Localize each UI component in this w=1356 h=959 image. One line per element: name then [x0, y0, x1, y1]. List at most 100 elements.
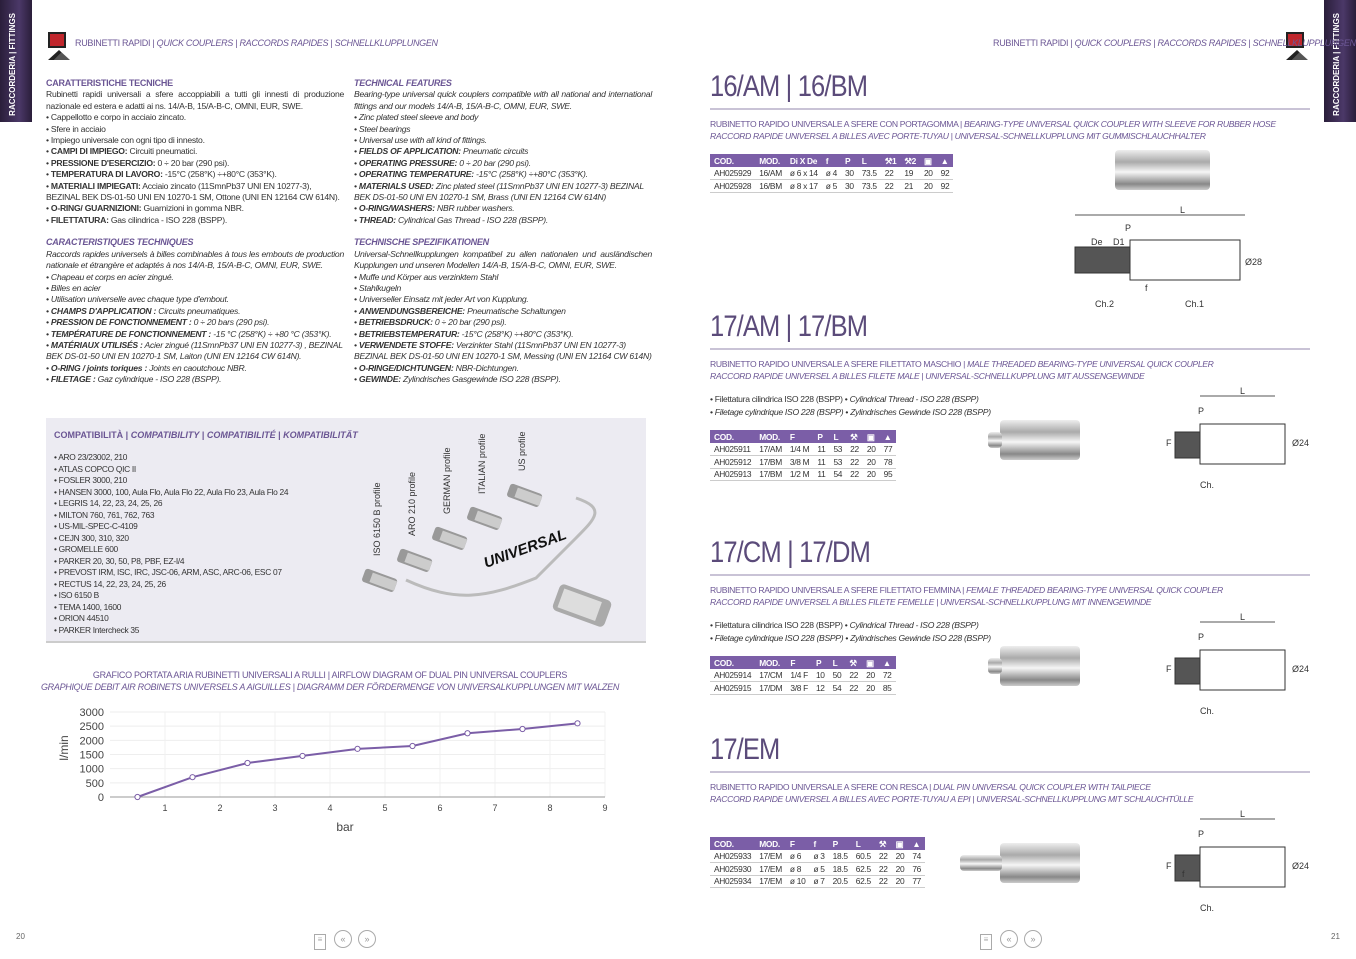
side-tab-left: RACCORDERIA | FITTINGS	[0, 0, 32, 122]
spec-list: • Zinc plated steel sleeve and body• Ste…	[354, 112, 652, 226]
spec-item-text: -15 °C (258°K) ÷ +80 °C (353°K).	[211, 328, 332, 339]
next-page-icon[interactable]: »	[358, 930, 376, 948]
column-header: L	[829, 430, 847, 443]
table-cell: 17/BM	[755, 468, 786, 481]
table-cell: 20.5	[828, 875, 852, 888]
column-header: f	[809, 837, 829, 850]
x-tick-label: 5	[382, 803, 387, 813]
previous-page-icon[interactable]: «	[1000, 930, 1018, 948]
compatibility-item: • HANSEN 3000, 100, Aula Flo, Aula Flo 2…	[54, 486, 289, 497]
spec-item-text: Impiego universale con ogni tipo di inne…	[50, 135, 205, 146]
compatibility-item: • GROMELLE 600	[54, 544, 118, 554]
product-code: AH025930	[710, 862, 756, 876]
column-header: F	[786, 656, 812, 669]
column-header: COD.	[710, 154, 756, 167]
package-quantity-icon: ▣	[891, 837, 909, 850]
wrench-icon: ⚒	[845, 656, 863, 669]
next-page-icon[interactable]: »	[1024, 930, 1042, 948]
spec-item: • MATÉRIAUX UTILISÉS : Acier zingué (11S…	[46, 339, 343, 362]
product-title: 16/AM | 16/BM	[710, 70, 868, 103]
spec-item-text: Chapeau et corps en acier zingué.	[50, 271, 174, 282]
product-description: RUBINETTO RAPIDO UNIVERSALE A SFERE FILE…	[710, 585, 1223, 607]
table-cell: 76	[908, 862, 926, 876]
package-quantity-icon: ▣	[862, 430, 880, 443]
spec-item: • Billes en acier	[46, 282, 101, 293]
dimension-label: f	[1182, 869, 1185, 879]
spec-item-label: O-RINGE/DICHTUNGEN:	[358, 362, 454, 373]
spec-item: • OPERATING PRESSURE: 0 ÷ 20 bar (290 ps…	[354, 157, 531, 168]
table-cell: 16/AM	[755, 167, 786, 180]
product-photo-connector	[988, 432, 1002, 448]
spec-item: • GEWINDE: Zylindrisches Gasgewinde ISO …	[354, 374, 561, 385]
table-cell: 20	[919, 167, 937, 180]
table-cell: 20	[862, 468, 880, 481]
dimension-label: P	[1125, 223, 1131, 233]
spec-item-label: MATERIALI IMPIEGATI:	[50, 180, 141, 191]
wrench-2-icon: ⚒2	[900, 154, 920, 167]
spec-intro: Bearing-type universal quick couplers co…	[354, 89, 652, 111]
spec-item-text: Gaz cylindrique - ISO 228 (BSPP).	[95, 374, 222, 385]
table-cell: 11	[813, 455, 830, 469]
product-code: AH025928	[710, 179, 756, 193]
divider	[710, 574, 1310, 576]
dimension-label: Ch.	[1200, 480, 1214, 490]
table-cell: 53	[829, 443, 847, 456]
compatibility-item: • RECTUS 14, 22, 23, 24, 25, 26	[54, 578, 166, 589]
spec-item: • O-RINGE/DICHTUNGEN: NBR-Dichtungen.	[354, 362, 519, 373]
side-tab-label: RACCORDERIA | FITTINGS	[1332, 13, 1341, 116]
table-cell: 30	[840, 179, 858, 193]
table-cell: 20	[862, 455, 880, 469]
x-tick-label: 4	[327, 803, 332, 813]
page-header-right: RUBINETTI RAPIDI | QUICK COUPLERS | RACC…	[993, 38, 1356, 48]
previous-page-icon[interactable]: «	[334, 930, 352, 948]
document-icon[interactable]: ≡	[314, 934, 326, 950]
x-tick-label: 6	[437, 803, 442, 813]
spec-item-label: MATÉRIAUX UTILISÉS :	[50, 339, 143, 350]
spec-item: • ANWENDUNGSBEREICHE: Pneumatische Schal…	[354, 305, 566, 316]
table-cell: 50	[828, 669, 846, 682]
spec-item-text: 0 ÷ 20 bar (290 psi).	[432, 317, 507, 328]
x-axis-label: bar	[336, 820, 353, 834]
product-code: AH025915	[710, 681, 756, 695]
product-description: RUBINETTO RAPIDO UNIVERSALE A SFERE CON …	[710, 782, 1194, 804]
product-code: AH025914	[710, 669, 756, 682]
data-point	[409, 742, 416, 750]
compatibility-item: • ARO 23/23002, 210	[54, 452, 128, 462]
table-cell: 62.5	[851, 875, 875, 888]
compatibility-item: • US-MIL-SPEC-C-4109	[54, 521, 138, 531]
table-cell: ø 7	[809, 875, 829, 888]
y-tick-label: 500	[86, 778, 104, 790]
product-title: 17/EM	[710, 733, 780, 766]
data-point	[574, 720, 581, 727]
table-cell: 11	[813, 468, 830, 481]
table-cell: 54	[828, 681, 846, 695]
spec-item-text: Universeller Einsatz mit jeder Art von K…	[358, 294, 529, 305]
spec-list: • Muffe und Körper aus verzinktem Stahl•…	[354, 272, 652, 386]
spec-item-text: Circuiti pneumatici.	[127, 146, 198, 157]
table-cell: 17/CM	[755, 669, 787, 682]
document-icon[interactable]: ≡	[980, 934, 992, 950]
spec-item: • PRESSION DE FONCTIONNEMENT : 0 ÷ 20 ba…	[46, 317, 270, 328]
compatibility-box: COMPATIBILITÀ | COMPATIBILITY | COMPATIB…	[46, 418, 646, 643]
table-cell: 22	[874, 850, 892, 863]
column-header: P	[840, 154, 858, 167]
table-cell: 20	[891, 850, 909, 863]
spec-item: • FILETTATURA: Gas cilindrica - ISO 228 …	[46, 214, 227, 225]
dimension-label: Ø28	[1245, 257, 1262, 267]
spec-item: • Cappellotto e corpo in acciaio zincato…	[46, 112, 186, 123]
spec-item: • Impiego universale con ogni tipo di in…	[46, 135, 205, 146]
table-cell: 18.5	[828, 850, 852, 863]
column-header: Di X De	[785, 154, 822, 167]
table-cell: ø 3	[809, 850, 829, 863]
product-description: RUBINETTO RAPIDO UNIVERSALE A SFERE FILE…	[710, 359, 1214, 381]
profile-label: US profile	[517, 431, 527, 471]
